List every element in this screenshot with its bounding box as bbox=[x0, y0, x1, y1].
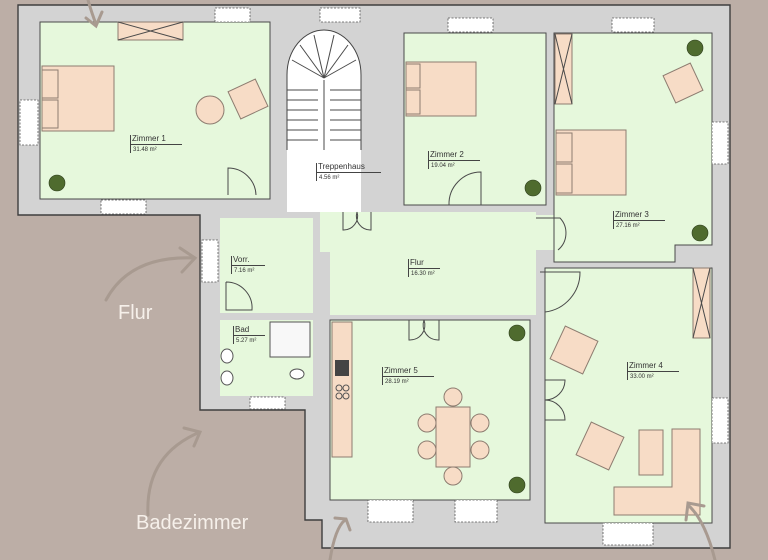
room-zimmer-2 bbox=[404, 33, 546, 205]
plant-icon bbox=[48, 174, 66, 192]
armchair bbox=[549, 325, 599, 375]
corner-sofa bbox=[613, 428, 701, 516]
plant-icon bbox=[686, 39, 704, 57]
furniture bbox=[41, 21, 711, 516]
room-zimmer-5 bbox=[330, 320, 530, 500]
rooms bbox=[40, 22, 712, 523]
arrow-icon bbox=[684, 501, 717, 560]
plant-icon bbox=[508, 476, 526, 494]
annotation-arrows bbox=[84, 0, 717, 560]
arrow-icon bbox=[328, 516, 352, 560]
plant-icon bbox=[508, 324, 526, 342]
windows bbox=[19, 7, 729, 546]
armchair bbox=[575, 421, 625, 471]
plant-icon bbox=[691, 224, 709, 242]
armchair bbox=[227, 78, 269, 120]
arrow-icon bbox=[104, 246, 198, 302]
plants bbox=[48, 39, 709, 494]
annotation-badezimmer: Badezimmer bbox=[136, 512, 249, 534]
room-label-vorraum: Vorr.7.16 m² bbox=[231, 256, 266, 274]
arrow-icon bbox=[84, 0, 104, 29]
round-table bbox=[195, 95, 225, 125]
plant-icon bbox=[524, 179, 542, 197]
doors bbox=[225, 167, 581, 421]
room-treppenhaus bbox=[287, 150, 361, 212]
arrow-icon bbox=[146, 426, 203, 517]
dining-table bbox=[435, 406, 471, 468]
coffee-table bbox=[638, 429, 664, 476]
annotation-flur: Flur bbox=[118, 302, 153, 324]
spiral-staircase bbox=[286, 29, 362, 150]
armchair bbox=[662, 62, 704, 104]
